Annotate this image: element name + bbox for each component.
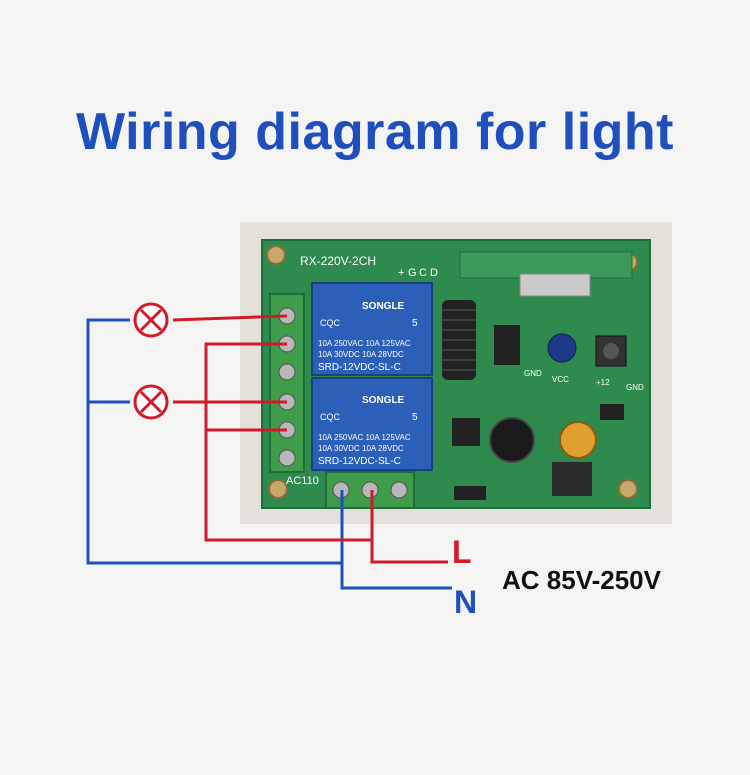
ac-terminal-block	[325, 471, 415, 509]
pin-label-g: G	[408, 267, 417, 279]
lamp-1-icon	[133, 302, 169, 338]
pin-label-plus: +	[398, 267, 404, 279]
relay-1-num: 5	[412, 318, 418, 329]
pin-labels: + G C D	[398, 267, 438, 279]
plus12-silk-label: +12	[596, 378, 610, 387]
live-wiring	[172, 314, 448, 564]
output-terminal-block	[269, 293, 305, 473]
board-model-label: RX-220V-2CH	[300, 254, 376, 268]
ac-terminal-label: AC110	[286, 475, 319, 487]
neutral-wire-lamp-return	[86, 318, 342, 565]
relay-1-cqc: CQC	[320, 318, 341, 328]
neutral-label: N	[454, 584, 478, 620]
pin-label-d: D	[430, 267, 438, 279]
live-label: L	[452, 534, 472, 570]
relay-2-brand: SONGLE	[362, 395, 405, 406]
pin-label-c: C	[419, 267, 427, 279]
relay-2-model: SRD-12VDC-SL-C	[318, 456, 401, 467]
neutral-wiring	[86, 318, 452, 590]
relay-2-rating-2: 10A 30VDC 10A 28VDC	[318, 444, 404, 453]
relay-2: SONGLE CQC 5 10A 250VAC 10A 125VAC 10A 3…	[311, 377, 433, 471]
relay-1: SONGLE CQC 5 10A 250VAC 10A 125VAC 10A 3…	[311, 282, 433, 376]
relay-1-rating-1: 10A 250VAC 10A 125VAC	[318, 339, 411, 348]
diagram-title: Wiring diagram for light	[76, 103, 674, 161]
neutral-wire-feed	[340, 563, 452, 590]
gnd2-silk-label: GND	[626, 383, 644, 392]
vcc-silk-label: VCC	[552, 375, 569, 384]
relay-1-rating-2: 10A 30VDC 10A 28VDC	[318, 350, 404, 359]
live-wire-lamp-1-output	[172, 314, 288, 322]
relay-2-rating-1: 10A 250VAC 10A 125VAC	[318, 433, 411, 442]
live-wire-feed	[370, 490, 448, 564]
relay-2-cqc: CQC	[320, 412, 341, 422]
relay-1-model: SRD-12VDC-SL-C	[318, 362, 401, 373]
relay-1-brand: SONGLE	[362, 301, 405, 312]
relay-2-num: 5	[412, 412, 418, 423]
antenna-coil	[442, 300, 476, 380]
lamp-2-icon	[133, 384, 169, 420]
components	[452, 325, 627, 500]
live-wire-com-1	[204, 342, 372, 542]
silk-labels: GND VCC +12 GND	[524, 369, 644, 392]
crystal	[519, 273, 591, 297]
voltage-label: AC 85V-250V	[502, 565, 661, 595]
gnd-silk-label: GND	[524, 369, 542, 378]
